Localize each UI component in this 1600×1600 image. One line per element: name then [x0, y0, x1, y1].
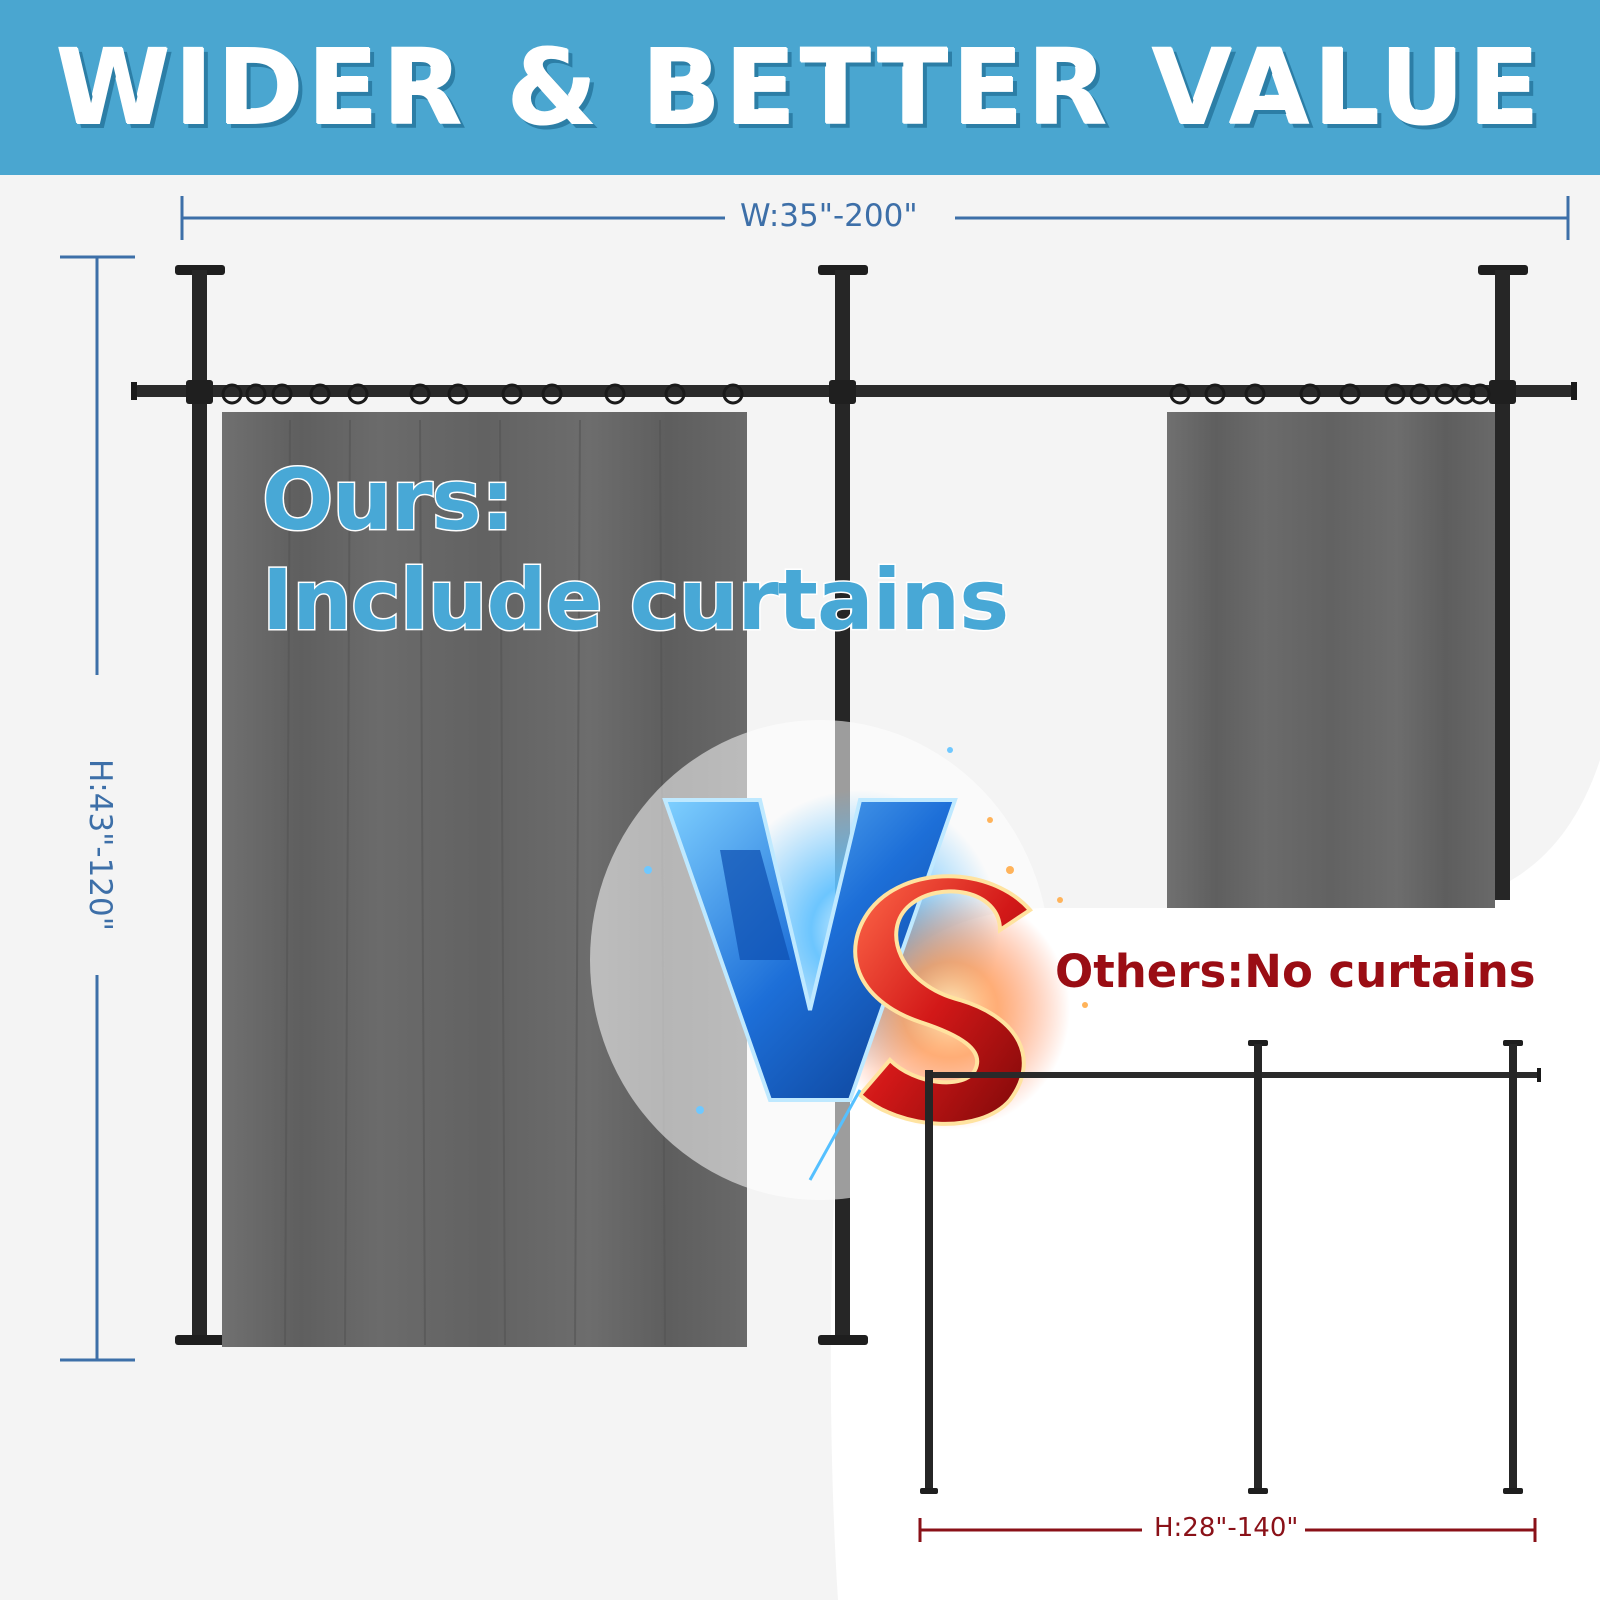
others-dimension-label: H:28"-140" [1148, 1513, 1305, 1543]
others-dimension-line [918, 1518, 1537, 1542]
vs-emblem-icon [590, 720, 1088, 1200]
height-dimension-line [60, 255, 135, 1362]
others-rack [920, 1040, 1541, 1494]
curtain-right [1167, 383, 1495, 908]
header-banner: WIDER & BETTER VALUE [0, 0, 1600, 175]
ours-label-line2: Include curtains [260, 550, 1010, 651]
others-label: Others:No curtains [1055, 945, 1536, 998]
ours-label-line1: Ours: [260, 450, 515, 551]
height-dimension-label: H:43"-120" [82, 748, 118, 942]
width-dimension-line [180, 196, 1570, 240]
ours-label: Ours: Include curtains [260, 450, 1010, 651]
width-dimension-label: W:35"-200" [730, 198, 928, 234]
banner-title: WIDER & BETTER VALUE [56, 26, 1544, 149]
